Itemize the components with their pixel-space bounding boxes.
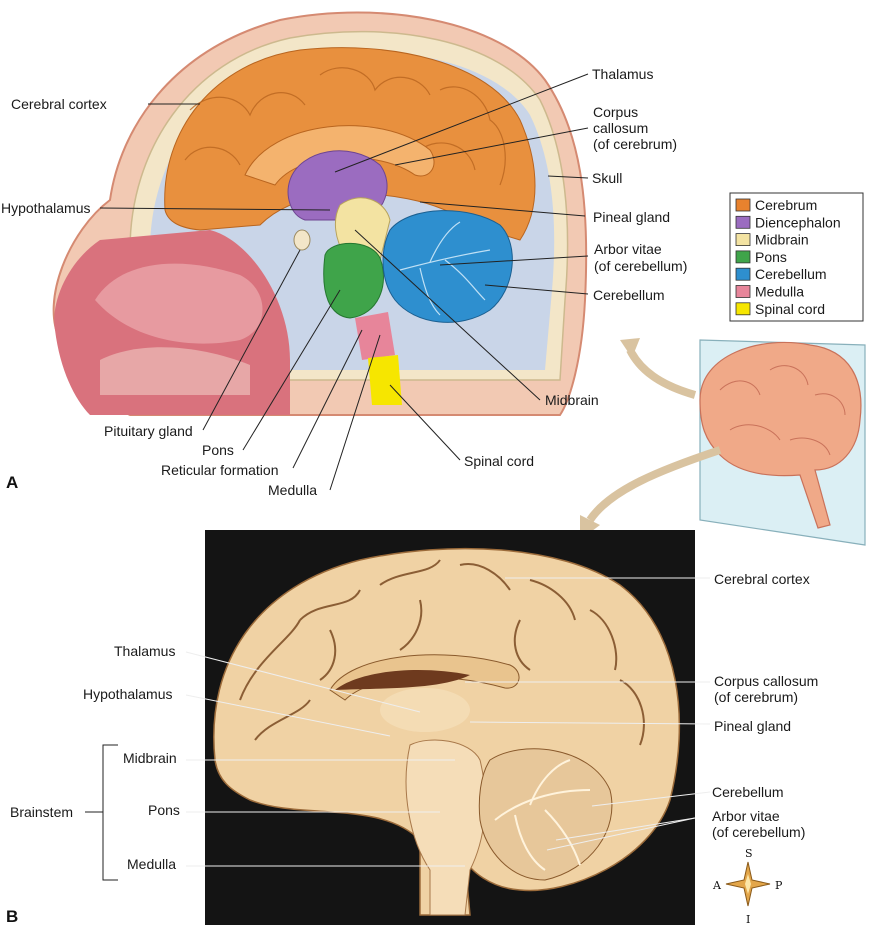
label-reticular-formation-a: Reticular formation xyxy=(161,462,279,478)
label-corpus-callosum-b-1: Corpus callosum xyxy=(714,673,818,689)
compass-anterior: A xyxy=(712,879,722,892)
label-arbor-vitae-b-1: Arbor vitae xyxy=(712,808,780,824)
label-pineal-gland-b: Pineal gland xyxy=(714,718,791,734)
orientation-compass: S I A P xyxy=(712,847,783,926)
legend-swatch xyxy=(735,233,751,247)
label-thalamus-b: Thalamus xyxy=(114,643,175,659)
label-corpus-callosum-a-1: Corpus xyxy=(593,104,638,120)
panel-b-photo xyxy=(205,530,695,925)
legend-label: Pons xyxy=(755,249,787,265)
panel-b-tag: B xyxy=(6,907,18,926)
label-pons-a: Pons xyxy=(202,442,234,458)
label-arbor-vitae-b-2: (of cerebellum) xyxy=(712,824,805,840)
legend-label: Medulla xyxy=(755,284,804,300)
label-thalamus-a: Thalamus xyxy=(592,66,653,82)
panel-a-labels: A Cerebral cortex Hypothalamus Pituitary… xyxy=(1,66,687,498)
panel-b-labels: B Cerebral cortex Thalamus Hypothalamus … xyxy=(6,571,818,926)
label-spinal-cord-a: Spinal cord xyxy=(464,453,534,469)
label-arbor-vitae-a-2: (of cerebellum) xyxy=(594,258,687,274)
label-corpus-callosum-a-3: (of cerebrum) xyxy=(593,136,677,152)
label-pituitary-gland-a: Pituitary gland xyxy=(104,423,193,439)
label-cerebellum-a: Cerebellum xyxy=(593,287,665,303)
label-arbor-vitae-a-1: Arbor vitae xyxy=(594,241,662,257)
legend-swatch xyxy=(735,285,751,298)
label-pineal-gland-a: Pineal gland xyxy=(593,209,670,225)
legend-swatch xyxy=(735,215,751,229)
legend-label: Diencephalon xyxy=(755,214,841,230)
label-cerebral-cortex-b: Cerebral cortex xyxy=(714,571,810,587)
label-midbrain-a: Midbrain xyxy=(545,392,599,408)
spinal-cord-shape xyxy=(368,355,402,405)
legend-label: Cerebrum xyxy=(755,197,817,213)
label-skull-a: Skull xyxy=(592,170,622,186)
pons-shape xyxy=(323,242,384,319)
label-brainstem-b: Brainstem xyxy=(10,804,73,820)
legend-swatch xyxy=(735,250,751,264)
orientation-brain-thumbnail xyxy=(580,338,866,546)
label-cerebellum-b: Cerebellum xyxy=(712,784,784,800)
legend-label: Midbrain xyxy=(755,232,809,248)
label-medulla-a: Medulla xyxy=(268,482,317,498)
label-midbrain-b: Midbrain xyxy=(123,750,177,766)
medulla-shape xyxy=(355,312,395,360)
label-pons-b: Pons xyxy=(148,802,180,818)
legend-label: Cerebellum xyxy=(755,266,827,282)
legend-swatch xyxy=(735,302,751,316)
label-hypothalamus-b: Hypothalamus xyxy=(83,686,173,702)
panel-a-illustration xyxy=(52,11,588,416)
cerebellum-shape xyxy=(382,210,513,323)
panel-a-tag: A xyxy=(6,473,18,492)
label-corpus-callosum-a-2: callosum xyxy=(593,120,648,136)
color-legend: CerebrumDiencephalonMidbrainPonsCerebell… xyxy=(729,192,864,322)
compass-posterior: P xyxy=(775,879,783,892)
legend-swatch xyxy=(735,267,751,281)
label-medulla-b: Medulla xyxy=(127,856,176,872)
compass-inferior: I xyxy=(746,913,750,926)
label-hypothalamus-a: Hypothalamus xyxy=(1,200,91,216)
compass-superior: S xyxy=(745,847,753,860)
label-cerebral-cortex-a: Cerebral cortex xyxy=(11,96,107,112)
legend-label: Spinal cord xyxy=(755,301,825,317)
legend-swatch xyxy=(735,198,751,212)
label-corpus-callosum-b-2: (of cerebrum) xyxy=(714,689,798,705)
